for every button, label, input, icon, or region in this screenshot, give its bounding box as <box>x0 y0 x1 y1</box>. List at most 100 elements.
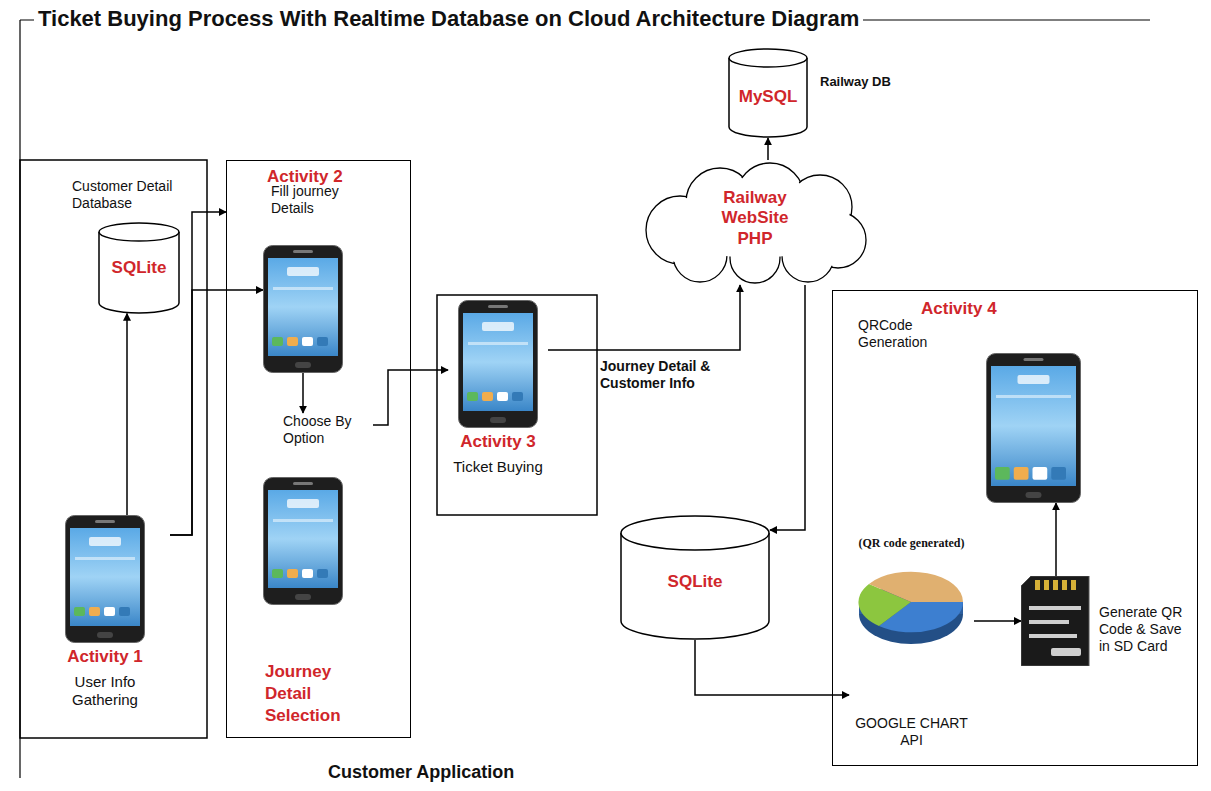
drawing-part <box>264 245 343 372</box>
drawing-part <box>467 392 478 401</box>
flow-arrow <box>695 640 849 695</box>
drawing-part <box>729 58 807 137</box>
drawing-part <box>287 569 298 578</box>
drawing-part <box>89 607 100 616</box>
drawing-part <box>119 607 130 616</box>
drawing-part <box>287 267 319 276</box>
server-name: Railway WebSite PHP <box>705 188 805 249</box>
drawing-part <box>869 572 963 602</box>
drawing-part <box>302 337 313 346</box>
activity-caption: Choose By Option <box>263 413 373 447</box>
pie-caption: (QR code generated) <box>849 536 974 550</box>
flow-arrow <box>548 285 740 350</box>
phone-illustration-svg <box>263 245 343 373</box>
drawing-part <box>317 569 328 578</box>
drawing-part <box>97 632 113 638</box>
phone-activity: Fill journey Details <box>263 183 373 373</box>
activity-caption: User Info Gathering <box>40 673 170 709</box>
drawing-part <box>497 392 508 401</box>
drawing-part <box>1035 580 1040 590</box>
phone-illustration <box>263 477 343 605</box>
drawing-part <box>1051 648 1081 656</box>
drawing-part <box>268 258 338 356</box>
drawing-part <box>1029 620 1069 624</box>
drawing-part <box>1029 606 1081 610</box>
flow-arrow <box>170 290 263 535</box>
drawing-part <box>1026 492 1042 498</box>
flow-arrow <box>302 373 304 413</box>
drawing-part <box>272 337 283 346</box>
flow-arrow <box>126 314 128 515</box>
phone-activity: QRCode Generation <box>976 353 1091 503</box>
group-caption: Customer Application <box>328 762 514 783</box>
activity-name: Activity 1 <box>40 647 170 667</box>
sd-card-icon <box>1021 576 1091 666</box>
database-name: SQLite <box>620 572 770 592</box>
drawing-part <box>1071 580 1076 590</box>
drawing-part <box>621 516 769 550</box>
database-name: MySQL <box>728 87 808 107</box>
drawing-part <box>99 232 179 313</box>
drawing-part <box>95 520 115 523</box>
flow-arrow <box>1055 503 1057 576</box>
phone-activity: Choose By Option <box>263 413 373 605</box>
drawing-part <box>264 477 343 604</box>
activity-caption: Fill journey Details <box>263 183 373 217</box>
activity3-panel <box>437 295 597 515</box>
drawing-part <box>1044 580 1049 590</box>
phone-illustration-svg <box>458 300 538 428</box>
phone-illustration <box>65 515 145 643</box>
drawing-part <box>488 305 508 308</box>
cloud-server: Railway WebSite PHP <box>640 160 870 285</box>
database-cylinder: MySQLRailway DB <box>728 48 808 138</box>
phone-illustration-svg <box>986 353 1081 503</box>
activity-footer: Journey Detail Selection <box>265 661 365 727</box>
drawing-part <box>1014 467 1029 480</box>
drawing-part <box>512 392 523 401</box>
phone-activity: Activity 1 User Info Gathering <box>40 515 170 709</box>
drawing-part <box>273 519 333 522</box>
drawing-part <box>729 49 807 67</box>
drawing-part <box>104 607 115 616</box>
activity-panel: Activity 2Journey Detail SelectionFill j… <box>226 160 411 738</box>
drawing-part <box>295 594 311 600</box>
drawing-part <box>268 490 338 588</box>
pie-chart-icon-svg <box>849 550 974 660</box>
phone-illustration <box>986 353 1081 503</box>
sd-caption: Generate QR Code & Save in SD Card <box>1099 604 1191 654</box>
drawing-part <box>1024 358 1044 361</box>
sd-card: Generate QR Code & Save in SD Card <box>1021 576 1091 666</box>
drawing-part <box>273 287 333 290</box>
drawing-part <box>293 250 313 253</box>
drawing-part <box>490 417 506 423</box>
drawing-part <box>1051 467 1066 480</box>
drawing-part <box>991 366 1076 486</box>
activity1-panel <box>20 160 207 738</box>
activity-caption: Ticket Buying <box>448 458 548 476</box>
api-name: GOOGLE CHART API <box>849 715 974 749</box>
drawing-part <box>459 301 538 428</box>
diagram-title: Ticket Buying Process With Realtime Data… <box>34 6 863 32</box>
cylinder-wrap: SQLite <box>98 222 180 314</box>
drawing-part <box>75 557 135 560</box>
flow-arrow <box>767 138 769 160</box>
activity-heading: Activity 4 <box>921 299 997 319</box>
drawing-part <box>317 337 328 346</box>
drawing-part <box>1062 580 1067 590</box>
drawing-part <box>996 395 1071 398</box>
database-caption: Customer Detail Database <box>72 178 182 212</box>
drawing-part <box>1029 634 1077 638</box>
drawing-part <box>99 223 179 241</box>
chart-api: (QR code generated) GOOGLE CHART API <box>849 536 974 749</box>
flow-arrow <box>974 620 1021 622</box>
drawing-part <box>66 516 145 643</box>
drawing-part <box>1053 580 1058 590</box>
database-caption: Railway DB <box>820 74 891 90</box>
drawing-part <box>482 392 493 401</box>
database-name: SQLite <box>98 258 180 278</box>
drawing-part <box>463 313 533 411</box>
drawing-part <box>70 528 140 626</box>
pie-chart-icon <box>849 550 974 660</box>
drawing-part <box>1018 375 1050 384</box>
